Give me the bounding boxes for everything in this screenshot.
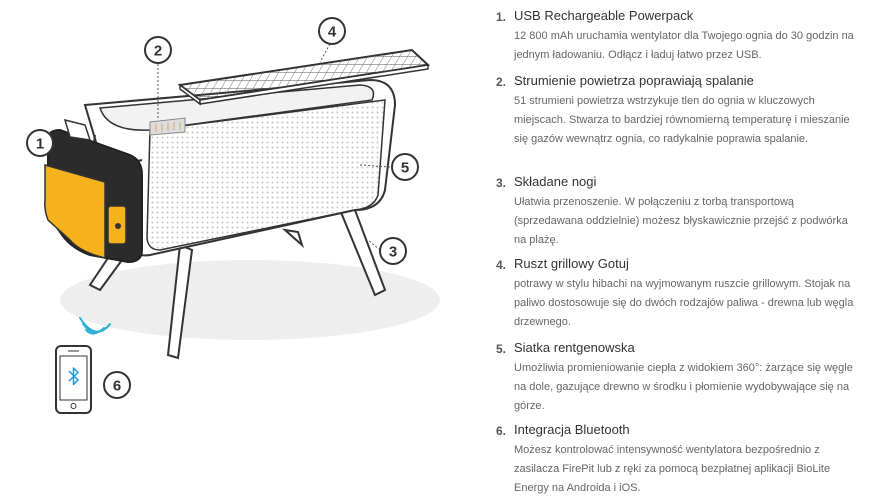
feature-title: Składane nogi [514, 174, 597, 189]
svg-text:1: 1 [36, 136, 44, 153]
callout-6: 6 [103, 371, 131, 399]
feature-number: 2. [496, 75, 507, 89]
svg-text:2: 2 [154, 43, 162, 60]
feature-item-mesh: 5. Siatka rentgenowska Umożliwia promien… [496, 340, 856, 416]
feature-number: 3. [496, 176, 507, 190]
feature-number: 1. [496, 10, 507, 24]
feature-item-airflow: 2. Strumienie powietrza poprawiają spala… [496, 73, 856, 149]
usb-powerpack [44, 118, 143, 264]
feature-number: 4. [496, 258, 507, 272]
feature-title: Integracja Bluetooth [514, 422, 630, 437]
feature-title: Ruszt grillowy Gotuj [514, 256, 629, 271]
feature-title: USB Rechargeable Powerpack [514, 8, 694, 23]
feature-item-powerpack: 1. USB Rechargeable Powerpack 12 800 mAh… [496, 8, 856, 65]
callout-1: 1 [26, 129, 54, 157]
callout-4: 4 [318, 17, 346, 45]
ground-shadow [60, 260, 440, 340]
feature-description: Możesz kontrolować intensywność wentylat… [514, 444, 831, 494]
firepit-illustration: 1 2 3 4 5 6 [26, 17, 440, 414]
svg-text:6: 6 [113, 378, 121, 395]
feature-description: 51 strumieni powietrza wstrzykuje tlen d… [514, 95, 850, 145]
callout-2: 2 [144, 36, 172, 64]
feature-description: potrawy w stylu hibachi na wyjmowanym ru… [514, 278, 854, 328]
svg-text:5: 5 [401, 160, 409, 177]
feature-description: 12 800 mAh uruchamia wentylator dla Twoj… [514, 30, 854, 61]
callout-leaders [157, 43, 391, 251]
callout-3: 3 [379, 237, 407, 265]
feature-number: 5. [496, 342, 507, 356]
feature-number: 6. [496, 424, 507, 438]
feature-description: Umożliwia promieniowanie ciepła z widoki… [514, 362, 853, 412]
feature-description: Ułatwia przenoszenie. W połączeniu z tor… [514, 196, 848, 246]
feature-item-bluetooth: 6. Integracja Bluetooth Możesz kontrolow… [496, 422, 856, 498]
feature-title: Siatka rentgenowska [514, 340, 635, 355]
feature-item-legs: 3. Składane nogi Ułatwia przenoszenie. W… [496, 174, 856, 250]
wireless-signal-icon [79, 317, 111, 335]
feature-title: Strumienie powietrza poprawiają spalanie [514, 73, 754, 88]
svg-text:3: 3 [389, 244, 397, 261]
svg-text:4: 4 [328, 24, 337, 41]
feature-item-grill: 4. Ruszt grillowy Gotuj potrawy w stylu … [496, 256, 856, 332]
callout-5: 5 [391, 153, 419, 181]
grill-grate [177, 48, 431, 106]
bluetooth-icon [68, 367, 79, 386]
firepit-body [83, 78, 397, 257]
